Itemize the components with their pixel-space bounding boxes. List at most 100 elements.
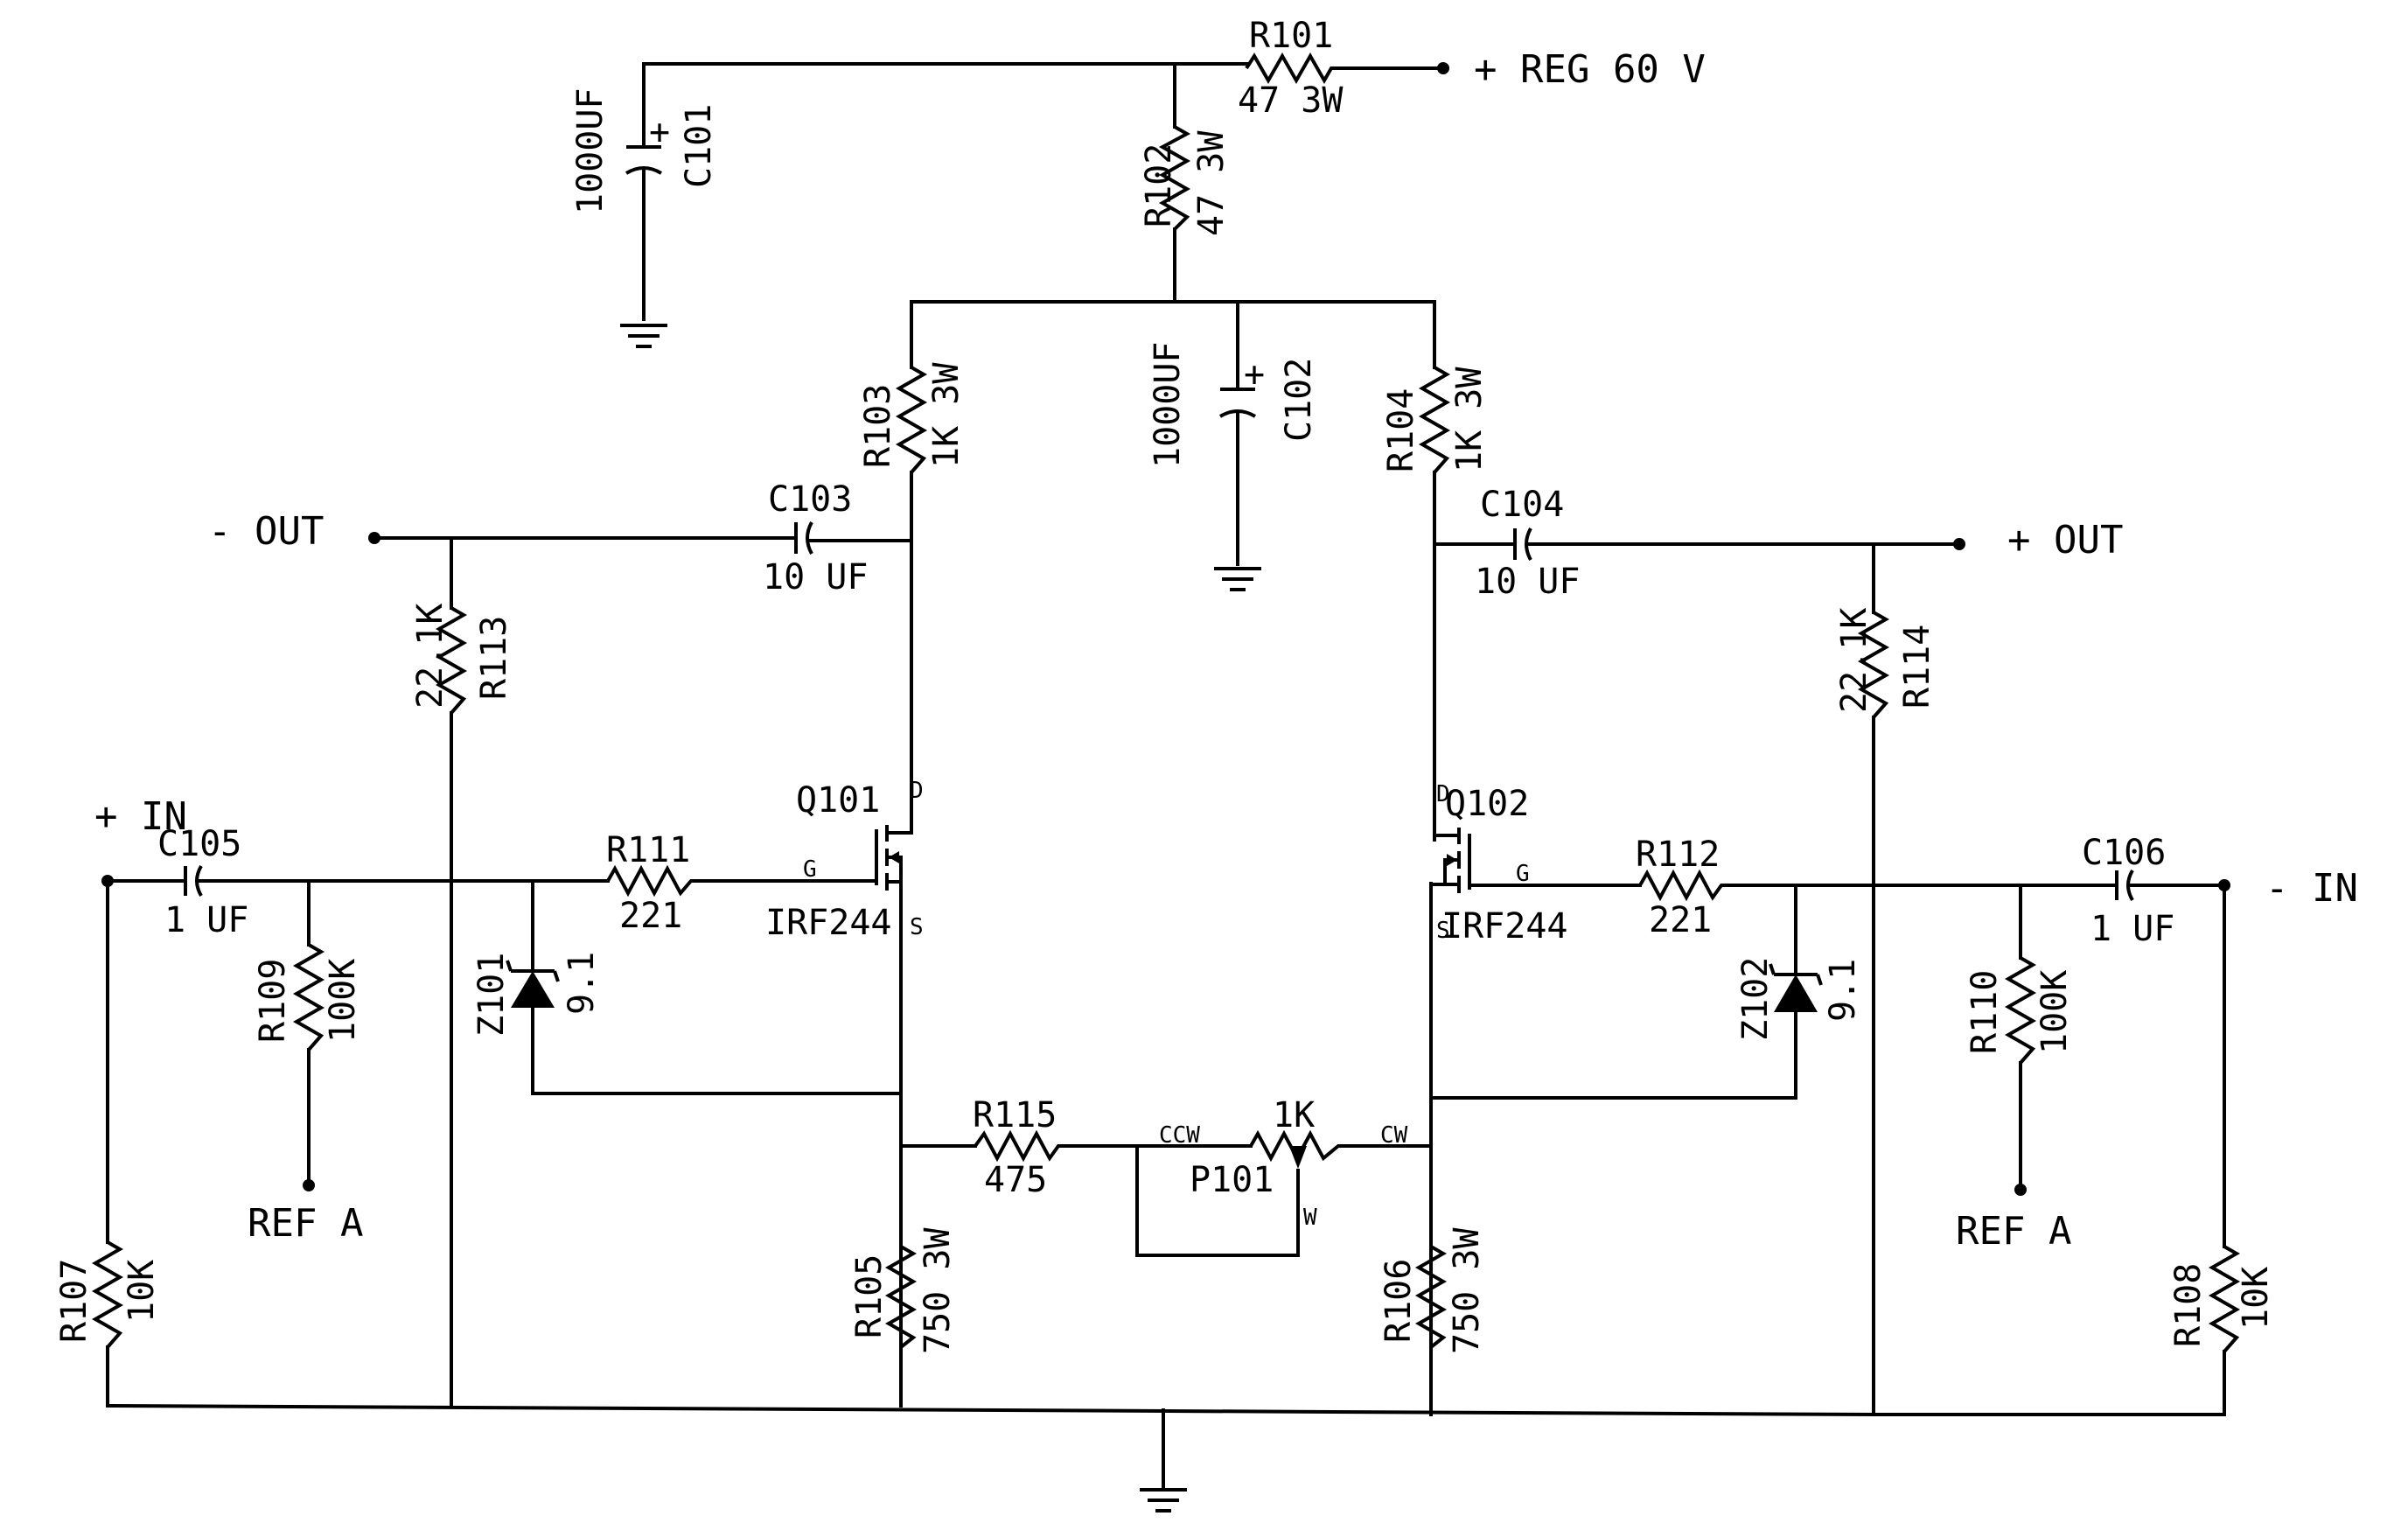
- z102-ref: Z102: [1735, 957, 1776, 1041]
- c105-value: 1 UF: [164, 900, 248, 940]
- r114-value: 22.1K: [1834, 608, 1874, 713]
- r110-zigzag: [2004, 956, 2037, 1065]
- q102-ref: Q102: [1445, 784, 1529, 824]
- labels: + REG 60 V - OUT + OUT + IN - IN REF A R…: [54, 16, 2358, 1354]
- r109-ref: R109: [253, 959, 293, 1043]
- r102-value: 47 3W: [1191, 130, 1232, 236]
- p101-ccw: CCW: [1159, 1122, 1200, 1149]
- c106-value: 1 UF: [2090, 909, 2174, 949]
- c103-value: 10 UF: [763, 557, 868, 597]
- ground-icon: [620, 324, 667, 348]
- plus-in-terminal: [101, 875, 114, 887]
- r115-zigzag: [974, 1129, 1067, 1163]
- r102-zigzag: [1158, 125, 1191, 231]
- wires: [105, 62, 2226, 1489]
- q101-pin-d: D: [910, 778, 924, 804]
- plus-out-label: + OUT: [2007, 518, 2123, 562]
- r101-ref: R101: [1249, 16, 1333, 56]
- r108-zigzag: [2208, 1245, 2241, 1353]
- r113-ref: R113: [474, 616, 514, 700]
- ground-icon: [1214, 567, 1261, 591]
- c105-ref: C105: [157, 824, 241, 864]
- r103-value: 1K 3W: [926, 362, 967, 468]
- p101-wiper: W: [1303, 1205, 1317, 1231]
- zeners: [506, 960, 1823, 1012]
- r115-value: 475: [984, 1160, 1047, 1200]
- r111-ref: R111: [606, 830, 690, 870]
- plus-out-terminal: [1953, 538, 1965, 550]
- c101-ref: C101: [679, 104, 719, 188]
- r114-zigzag: [1857, 611, 1890, 719]
- c106-ref: C106: [2082, 833, 2166, 873]
- minus-out-label: - OUT: [208, 509, 324, 554]
- plus-in-label: + IN: [94, 794, 187, 839]
- r114-ref: R114: [1897, 625, 1937, 709]
- r107-value: 10K: [122, 1260, 162, 1323]
- r111-zigzag: [606, 864, 700, 898]
- q101-part: IRF244: [765, 903, 892, 943]
- c101-plus-sign: +: [649, 112, 670, 152]
- r113-zigzag: [435, 606, 468, 715]
- p101-ref: P101: [1190, 1160, 1274, 1200]
- c102-ref: C102: [1279, 358, 1319, 442]
- c104-value: 10 UF: [1475, 562, 1580, 602]
- r103-ref: R103: [858, 384, 898, 468]
- ref-a-right-terminal: [2014, 1184, 2027, 1196]
- q101-pin-s: S: [910, 914, 924, 940]
- r109-value: 100K: [323, 959, 363, 1043]
- q102-pin-s: S: [1436, 918, 1450, 944]
- c104-ref: C104: [1480, 485, 1564, 525]
- z102-value: 9.1: [1823, 959, 1863, 1022]
- q101-pin-g: G: [803, 856, 817, 883]
- r110-value: 100K: [2035, 970, 2075, 1054]
- r112-zigzag: [1638, 869, 1727, 902]
- r113-value: 22.1K: [410, 604, 450, 709]
- resistors: [91, 52, 2241, 1416]
- c102-value: 1000UF: [1148, 342, 1188, 469]
- r111-value: 221: [619, 896, 682, 936]
- z101-value: 9.1: [562, 952, 602, 1015]
- r105-zigzag: [884, 1245, 918, 1349]
- r103-zigzag: [895, 366, 928, 474]
- q102-pin-g: G: [1516, 861, 1530, 887]
- p101-wiper-arrow: [1289, 1146, 1307, 1169]
- r106-value: 750 3W: [1447, 1227, 1487, 1354]
- capacitors: + +: [184, 112, 2134, 902]
- r106-ref: R106: [1378, 1259, 1419, 1343]
- p101-cw: CW: [1380, 1122, 1408, 1149]
- r101-zigzag: [1245, 52, 1338, 85]
- ref-a-left-label: REF A: [248, 1201, 363, 1246]
- r104-value: 1K 3W: [1449, 367, 1490, 472]
- c103-ref: C103: [768, 479, 852, 520]
- r115-ref: R115: [973, 1095, 1057, 1135]
- c102-plus-sign: +: [1244, 354, 1265, 395]
- z102-diode: [1774, 975, 1818, 1012]
- r102-ref: R102: [1139, 143, 1179, 227]
- r112-value: 221: [1649, 900, 1712, 940]
- p101-value: 1K: [1273, 1095, 1315, 1135]
- r104-ref: R104: [1381, 388, 1421, 472]
- reg60v-terminal: [1437, 62, 1449, 74]
- minus-in-terminal: [2218, 879, 2230, 891]
- r108-ref: R108: [2168, 1263, 2209, 1347]
- r107-ref: R107: [54, 1259, 94, 1343]
- mosfets: [875, 825, 1471, 893]
- r106-zigzag: [1414, 1245, 1448, 1349]
- c101-value: 1000UF: [570, 88, 611, 215]
- ground-symbols: [620, 324, 1261, 1513]
- r110-ref: R110: [1965, 970, 2005, 1054]
- ref-a-right-label: REF A: [1956, 1209, 2071, 1254]
- q101-ref: Q101: [796, 780, 880, 821]
- minus-in-label: - IN: [2265, 866, 2358, 911]
- z101-diode: [511, 971, 555, 1008]
- ref-a-left-terminal: [303, 1179, 315, 1191]
- r104-zigzag: [1418, 366, 1451, 474]
- ground-icon: [1140, 1488, 1187, 1513]
- r109-zigzag: [292, 943, 325, 1051]
- q102-pin-d: D: [1436, 781, 1450, 807]
- r107-zigzag: [91, 1240, 124, 1349]
- r112-ref: R112: [1636, 835, 1720, 875]
- supply-label: + REG 60 V: [1474, 47, 1706, 92]
- r108-value: 10K: [2236, 1267, 2276, 1330]
